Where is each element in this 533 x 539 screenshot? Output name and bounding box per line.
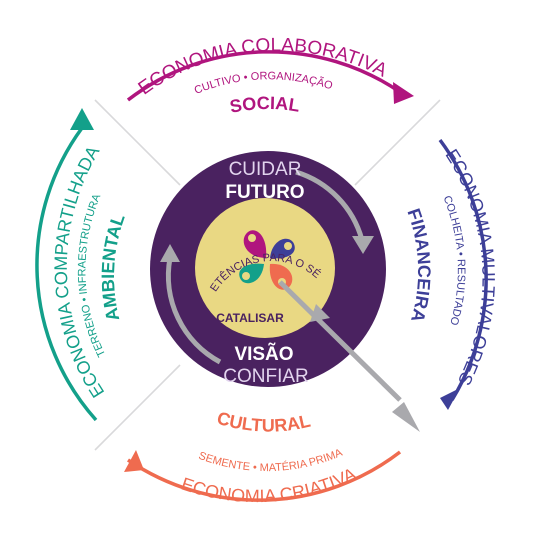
ambiental-title: AMBIENTAL — [98, 211, 129, 323]
social-subtitle: CULTIVO • ORGANIZAÇÃO — [193, 70, 335, 97]
cycle-arrowhead-right — [352, 236, 374, 254]
cycle-arc-top-right — [295, 169, 365, 241]
cultural-subtitle: SEMENTE • MATÉRIA PRIMA — [197, 446, 345, 474]
outer-arrow-arcs — [35, 50, 488, 502]
divider-bottom-left — [94, 364, 181, 451]
social-economy-label: ECONOMIA COLABORATIVA — [135, 35, 391, 100]
cycle-arrows — [165, 169, 365, 365]
cycle-arc-bottom-left — [165, 257, 222, 365]
arrowhead-financeira — [440, 388, 460, 410]
arrowhead-cultural — [124, 450, 144, 472]
arrow-heads — [70, 82, 460, 472]
arrow-arc-cultural — [127, 450, 402, 502]
inner-bottom-label: CATALISAR — [216, 311, 284, 325]
divider-top-right — [354, 99, 441, 186]
arrow-arc-financeira — [438, 138, 488, 401]
logo-icon — [239, 230, 295, 290]
center-bottom-light: CONFIAR — [223, 366, 309, 387]
arrow-arc-ambiental — [35, 126, 98, 422]
cultural-title: CULTURAL — [215, 408, 312, 436]
arrow-arc-social — [126, 50, 401, 102]
center-bottom-bold: VISÃO — [234, 343, 293, 365]
quadrant-dividers — [94, 99, 441, 451]
diagonal-arrow — [278, 280, 420, 432]
divider-top-left — [94, 99, 181, 186]
center-top-light: CUIDAR — [229, 159, 302, 180]
financeira-economy-label: ECONOMIA MULTIVALORES — [442, 146, 499, 389]
financeira-title: FINANCEIRA — [403, 206, 434, 324]
social-title: SOCIAL — [228, 93, 301, 117]
arrowhead-ambiental — [70, 108, 94, 130]
center-top-bold: FUTURO — [225, 182, 304, 203]
arrowhead-social — [393, 82, 414, 104]
cycle-arrowhead-left — [160, 244, 180, 262]
financeira-subtitle: COLHEITA • RESULTADO — [441, 194, 467, 327]
